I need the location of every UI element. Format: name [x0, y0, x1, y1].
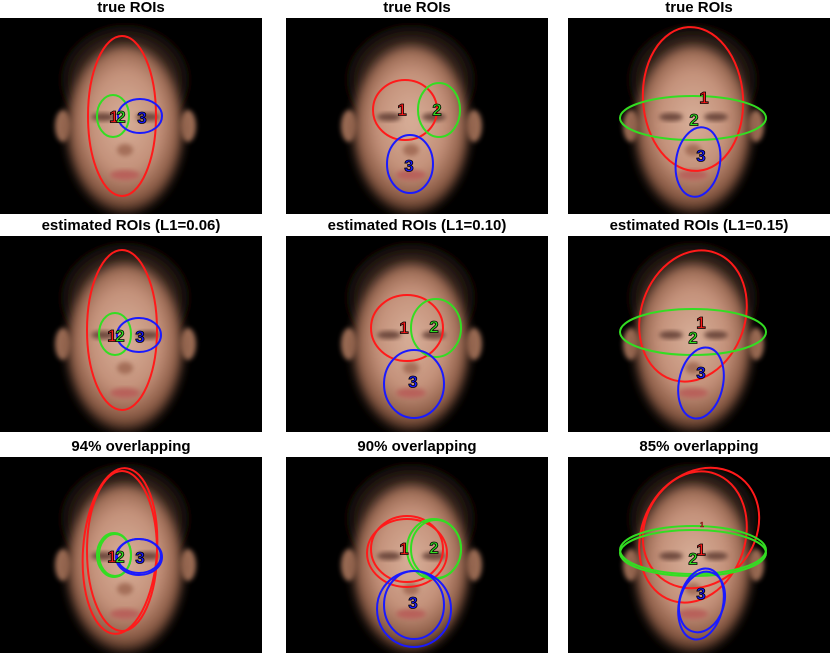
roi-2-label: 2 — [115, 547, 124, 566]
face-image — [341, 240, 482, 432]
roi-3-label: 3 — [135, 548, 144, 567]
roi-2-label: 2 — [688, 328, 697, 347]
face-roi-image: 12 3 — [568, 236, 830, 432]
roi-1-ellipse — [370, 515, 444, 583]
roi-2-label: 2 — [688, 549, 697, 568]
roi-1-label: 1 — [397, 100, 406, 119]
roi-3-ellipse-true — [677, 570, 727, 634]
panel-title: 90% overlapping — [357, 438, 477, 455]
roi-2-ellipse — [96, 94, 130, 138]
roi-2-ellipse — [619, 95, 767, 141]
panel-title: 94% overlapping — [71, 438, 191, 455]
roi-3-label: 3 — [137, 108, 146, 127]
roi-2-ellipse — [619, 308, 767, 356]
panel-title: 85% overlapping — [639, 438, 759, 455]
roi-panel: 90% overlapping 1 2 3 — [286, 438, 548, 653]
roi-1-label: 1 — [699, 88, 708, 107]
roi-2-label: 2 — [116, 107, 125, 126]
roi-3-ellipse — [383, 349, 445, 419]
roi-1-ellipse-true — [641, 466, 761, 590]
roi-3-label: 3 — [696, 146, 705, 165]
roi-1-ellipse — [638, 470, 748, 604]
roi-2-label: 2 — [115, 326, 124, 345]
roi-1-label: 1 — [107, 326, 116, 345]
roi-panel: true ROIs 1 2 3 — [286, 0, 548, 214]
roi-1-ellipse — [87, 35, 157, 197]
roi-3-ellipse — [386, 134, 434, 194]
roi-3-ellipse-true — [115, 538, 163, 576]
panel-title: estimated ROIs (L1=0.06) — [41, 217, 221, 234]
roi-3-label: 3 — [696, 363, 705, 382]
panel-title: estimated ROIs (L1=0.15) — [609, 217, 789, 234]
roi-1-label: 1 — [696, 540, 705, 559]
roi-1-ellipse — [372, 79, 438, 141]
roi-3-ellipse — [117, 98, 163, 134]
face-roi-image: 1 2 3 — [286, 457, 548, 653]
roi-2-label: 2 — [432, 100, 441, 119]
roi-2-ellipse — [417, 82, 461, 138]
roi-3-label: 3 — [135, 327, 144, 346]
face-roi-image: 1 2 3 — [286, 18, 548, 214]
roi-1-ellipse — [86, 249, 158, 411]
roi-1-label: 1 — [696, 313, 705, 332]
face-roi-image: 12 3 — [568, 18, 830, 214]
roi-1-ellipse-true — [366, 518, 448, 588]
roi-2-label: 2 — [429, 317, 438, 336]
roi-3-ellipse — [116, 317, 162, 353]
roi-2-label: 2 — [429, 538, 438, 557]
roi-3-label: 3 — [408, 593, 417, 612]
roi-panel: estimated ROIs (L1=0.10) 1 2 3 — [286, 217, 548, 432]
panel-title: true ROIs — [97, 0, 165, 16]
panel-title: true ROIs — [383, 0, 451, 16]
roi-2-ellipse — [98, 312, 132, 356]
roi-1-label: 1 — [109, 107, 118, 126]
roi-1-label: 1 — [399, 318, 408, 337]
roi-3-label: 3 — [408, 372, 417, 391]
roi-3-ellipse — [677, 346, 725, 420]
roi-1-ellipse-true — [81, 467, 159, 635]
roi-1-ellipse — [638, 249, 748, 383]
roi-2-ellipse — [410, 298, 462, 358]
roi-2-label: 2 — [689, 110, 698, 129]
roi-1-ellipse — [370, 294, 444, 362]
roi-1-label: 1 — [399, 539, 408, 558]
roi-3-ellipse-true — [376, 570, 452, 648]
roi-2-ellipse-true — [96, 532, 132, 578]
roi-3-ellipse — [674, 126, 722, 198]
face-roi-image: 1 2 3 — [286, 236, 548, 432]
roi-1-small-label: 1 — [700, 522, 704, 529]
panel-title: estimated ROIs (L1=0.10) — [327, 217, 507, 234]
roi-3-label: 3 — [696, 584, 705, 603]
panel-title: true ROIs — [665, 0, 733, 16]
roi-3-label: 3 — [404, 156, 413, 175]
roi-1-label: 1 — [107, 547, 116, 566]
